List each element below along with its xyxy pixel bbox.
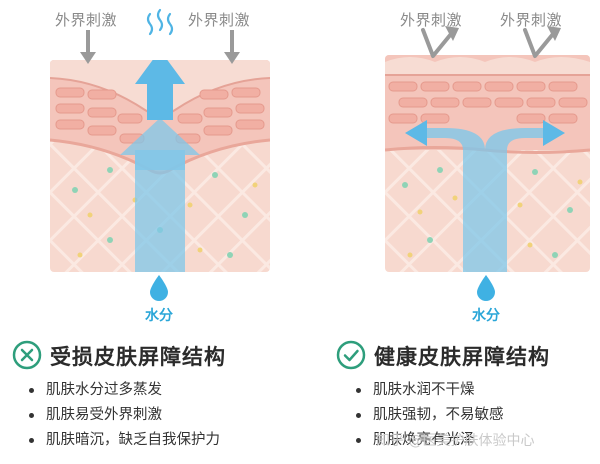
right-water-label: 水分 xyxy=(472,308,500,324)
left-water-label: 水分 xyxy=(145,308,173,324)
right-bullet-text-1: 肌肤水润不干燥 xyxy=(373,382,475,398)
damaged-skin-diagram xyxy=(50,0,270,272)
cross-circle-icon xyxy=(12,340,42,370)
bullet-dot xyxy=(29,413,34,418)
watermark: 知乎 @医美护肤体验中心 xyxy=(376,433,535,449)
bullet-dot xyxy=(356,413,361,418)
list-item: 肌肤水润不干燥 xyxy=(353,378,504,403)
list-item: 肌肤焕亮有光泽 xyxy=(353,428,504,453)
right-water-drop-icon xyxy=(475,274,497,302)
right-stimulus-label-2: 外界刺激 xyxy=(500,11,563,29)
left-stimulus-label-2: 外界刺激 xyxy=(188,11,251,29)
right-stimulus-label-1: 外界刺激 xyxy=(400,11,463,29)
left-bullet-text-3: 肌肤暗沉，缺乏自我保护力 xyxy=(46,432,220,448)
bullet-dot xyxy=(29,438,34,443)
list-item: 肌肤易受外界刺激 xyxy=(26,403,220,428)
check-circle-icon xyxy=(336,340,366,370)
bullet-dot xyxy=(29,388,34,393)
damaged-skin-illustration xyxy=(50,8,270,272)
left-bullet-list: 肌肤水分过多蒸发 肌肤易受外界刺激 肌肤暗沉，缺乏自我保护力 xyxy=(26,378,220,453)
right-bullet-text-2: 肌肤强韧，不易敏感 xyxy=(373,407,504,423)
list-item: 肌肤暗沉，缺乏自我保护力 xyxy=(26,428,220,453)
healthy-skin-illustration xyxy=(385,26,590,272)
bullet-dot xyxy=(356,388,361,393)
left-stimulus-label-1: 外界刺激 xyxy=(55,11,118,29)
right-panel-title: 健康皮肤屏障结构 xyxy=(374,345,550,369)
list-item: 肌肤强韧，不易敏感 xyxy=(353,403,504,428)
left-bullet-text-2: 肌肤易受外界刺激 xyxy=(46,407,162,423)
list-item: 肌肤水分过多蒸发 xyxy=(26,378,220,403)
right-bullet-list: 肌肤水润不干燥 肌肤强韧，不易敏感 肌肤焕亮有光泽 xyxy=(353,378,504,453)
left-bullet-text-1: 肌肤水分过多蒸发 xyxy=(46,382,162,398)
bullet-dot xyxy=(356,438,361,443)
healthy-skin-diagram xyxy=(385,0,590,272)
right-bullet-text-3: 肌肤焕亮有光泽 xyxy=(373,432,475,448)
left-water-drop-icon xyxy=(148,274,170,302)
left-panel-title: 受损皮肤屏障结构 xyxy=(50,345,226,369)
